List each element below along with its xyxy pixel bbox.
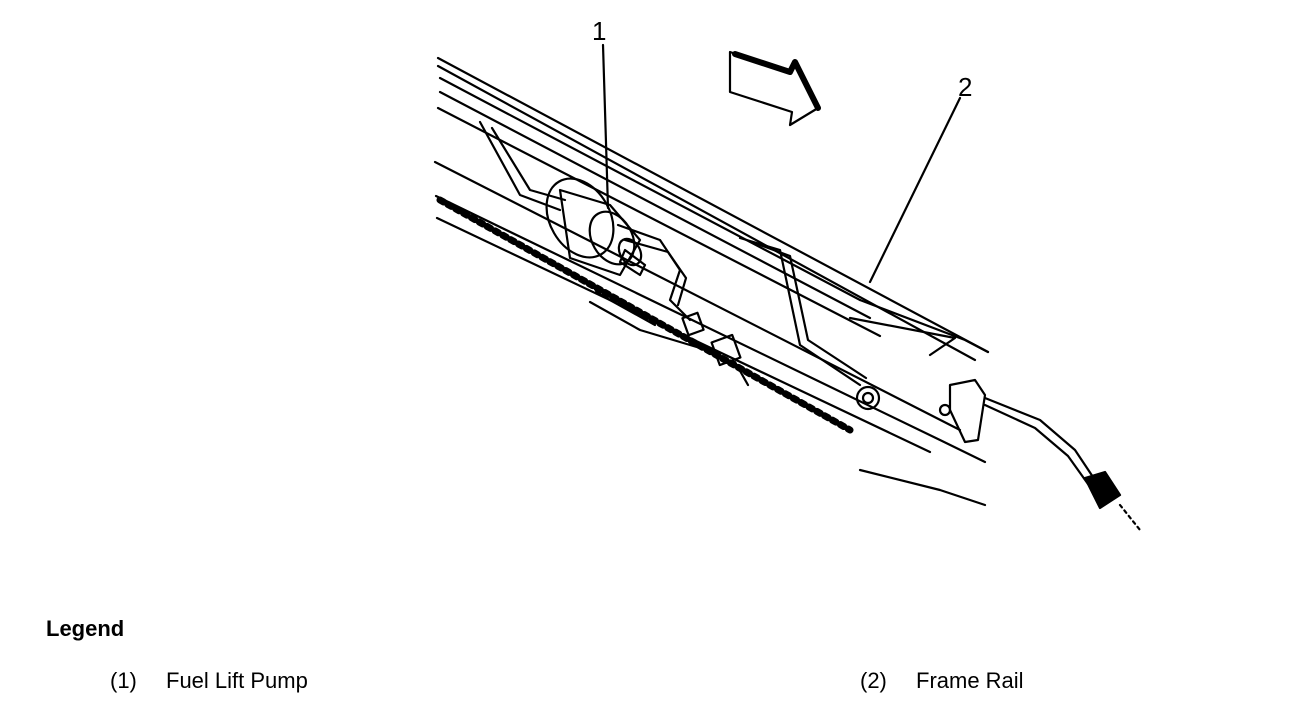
legend-item-label: Frame Rail [916, 668, 1024, 693]
legend-item-number: (1) [110, 668, 137, 693]
legend-item-fuel-lift-pump: (1) Fuel Lift Pump [110, 668, 308, 694]
callout-2-leader [868, 96, 962, 284]
fuel-lines [478, 120, 1142, 532]
legend-title: Legend [46, 616, 125, 641]
callout-2-label: 2 [958, 72, 972, 102]
legend-item-number: (2) [860, 668, 887, 693]
callout-1-label: 1 [592, 16, 606, 46]
legend-item-frame-rail: (2) Frame Rail [860, 668, 1024, 694]
callout-1-leader [601, 43, 610, 210]
legend-item-label: Fuel Lift Pump [166, 668, 308, 693]
front-direction-arrow-icon [728, 50, 821, 127]
connectors [681, 311, 1122, 510]
frame-rail [433, 56, 990, 507]
fuel-lift-pump-diagram: 1 2 [433, 16, 1142, 532]
fuel-lift-pump [545, 177, 647, 277]
